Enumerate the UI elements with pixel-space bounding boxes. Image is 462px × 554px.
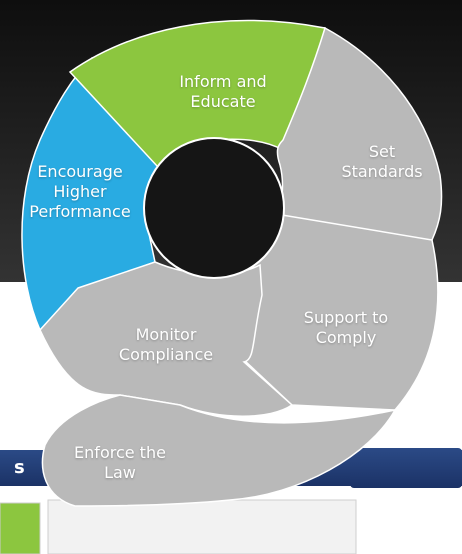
segment-label-inform: Inform and Educate	[179, 72, 267, 111]
cycle-center	[143, 137, 285, 279]
segment-label-enforce: Enforce the Law	[74, 443, 166, 482]
segment-label-standards: Set Standards	[341, 142, 423, 181]
segment-label-monitor: Monitor Compliance	[118, 325, 214, 364]
green-tab	[0, 502, 41, 554]
header-bar-right	[350, 448, 462, 488]
segment-label-encourage: Encourage Higher Performance	[29, 162, 131, 221]
content-box	[47, 499, 357, 554]
header-bar-label: s	[14, 457, 25, 478]
segment-enforce	[41, 394, 397, 507]
segment-label-support: Support to Comply	[303, 308, 389, 347]
